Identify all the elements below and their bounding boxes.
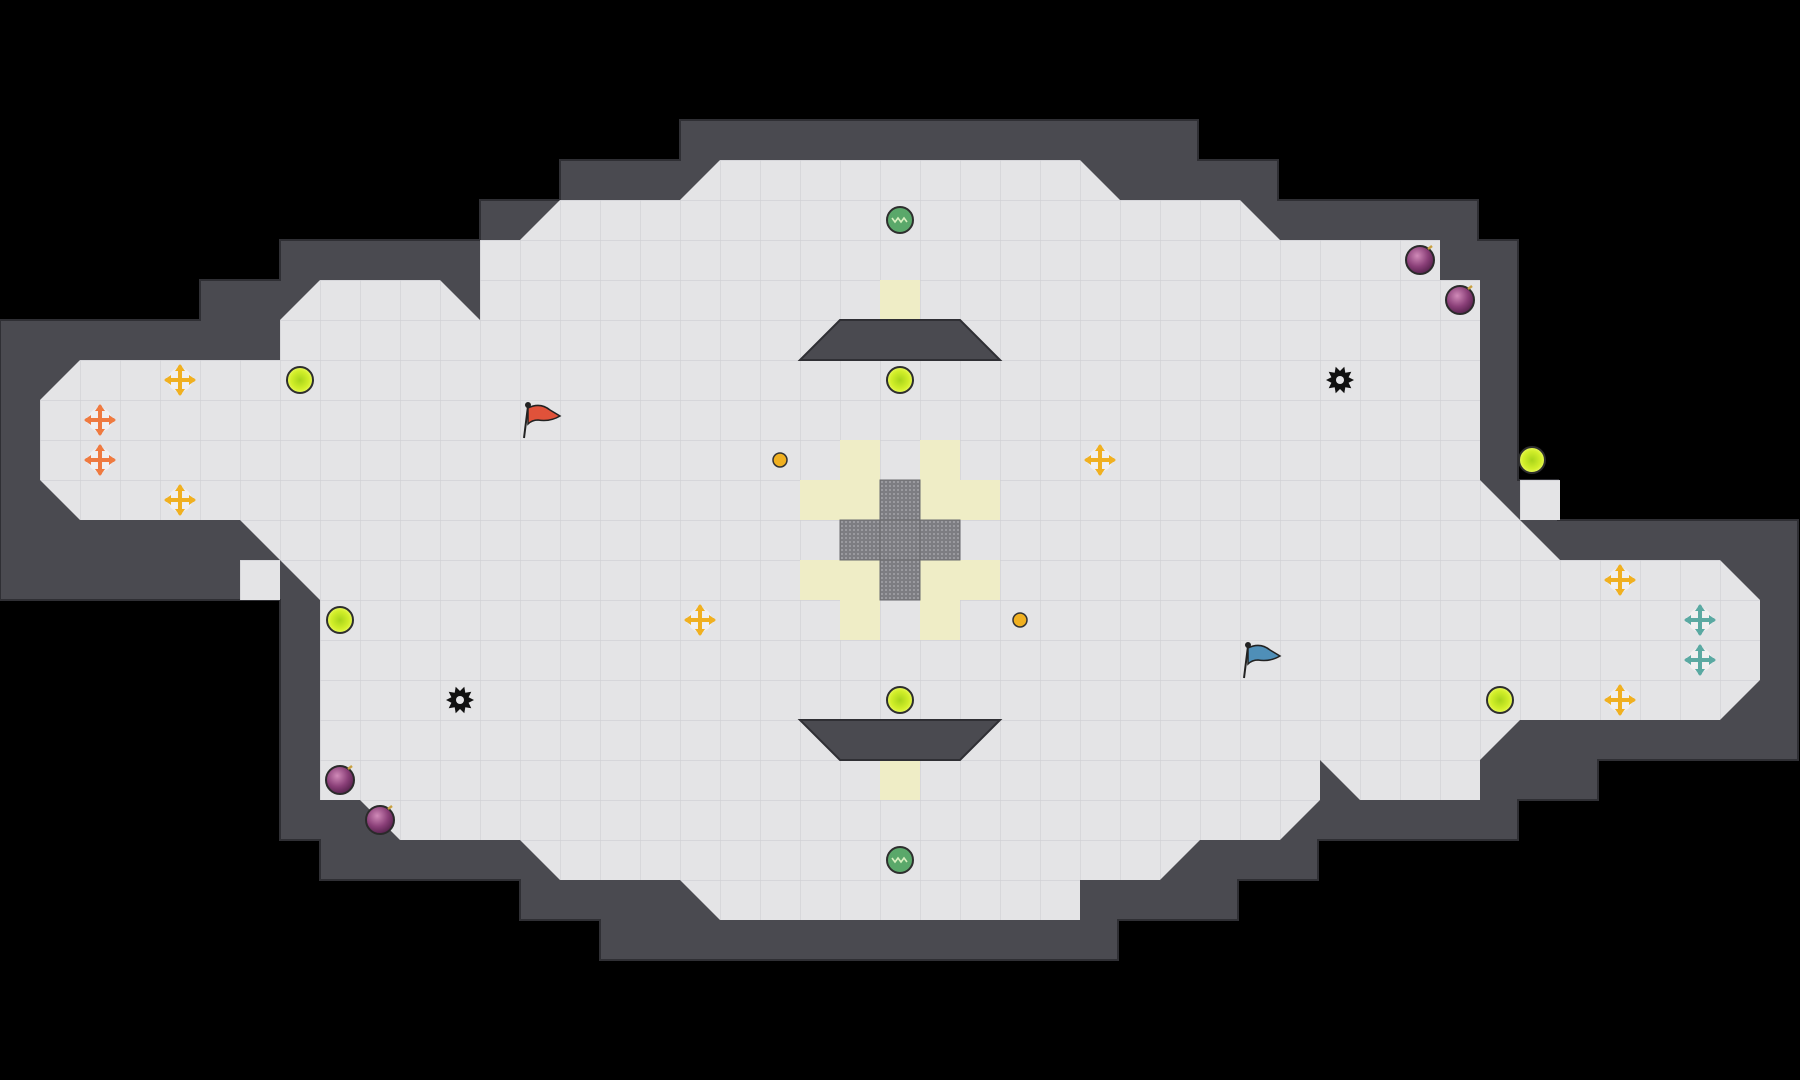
spawn-arrow-icon [1604, 684, 1636, 716]
boost-icon [1486, 686, 1514, 714]
spawn-arrow-icon [1084, 444, 1116, 476]
spawn-arrow-icon [1604, 564, 1636, 596]
gate-tile [879, 559, 921, 601]
highlight-tile [880, 280, 920, 320]
team-boost-icon [886, 206, 914, 234]
spawn-arrow-icon [164, 364, 196, 396]
boost-icon [886, 686, 914, 714]
gate-tile [919, 519, 961, 561]
upper-barrier [797, 319, 1003, 361]
highlight-tile [920, 600, 960, 640]
highlight-tile [840, 560, 880, 600]
bomb-icon [1445, 285, 1475, 315]
bomb-icon [365, 805, 395, 835]
boost-icon [326, 606, 354, 634]
bomb-icon [1405, 245, 1435, 275]
highlight-tile [960, 560, 1000, 600]
red-flag-icon [523, 402, 562, 439]
boost-icon [886, 366, 914, 394]
spawn-arrow-icon [164, 484, 196, 516]
highlight-tile [840, 440, 880, 480]
gate-tile [839, 519, 881, 561]
highlight-tile [880, 760, 920, 800]
gate-button-icon [1012, 612, 1028, 628]
spike-icon [1326, 366, 1354, 394]
highlight-tile [960, 480, 1000, 520]
spawn-arrow-icon [684, 604, 716, 636]
highlight-tile [920, 560, 960, 600]
highlight-tile [800, 480, 840, 520]
highlight-tile [920, 480, 960, 520]
gate-button-icon [772, 452, 788, 468]
spawn-arrow-icon [1684, 604, 1716, 636]
highlight-tiles [800, 280, 1000, 800]
spike-icon [446, 686, 474, 714]
boost-icon [286, 366, 314, 394]
highlight-tile [920, 440, 960, 480]
center-gate-block [839, 479, 961, 601]
highlight-tile [840, 480, 880, 520]
blue-flag-icon [1243, 642, 1282, 679]
lower-barrier [797, 719, 1003, 761]
entity-layer [84, 206, 1716, 874]
gate-tile [879, 519, 921, 561]
spawn-arrow-icon [84, 404, 116, 436]
team-boost-icon [886, 846, 914, 874]
highlight-tile [840, 600, 880, 640]
spawn-arrow-icon [84, 444, 116, 476]
highlight-tile [800, 560, 840, 600]
boost-icon [1518, 446, 1546, 474]
bomb-icon [325, 765, 355, 795]
gate-tile [879, 479, 921, 521]
inner-walls [797, 319, 1003, 761]
spawn-arrow-icon [1684, 644, 1716, 676]
